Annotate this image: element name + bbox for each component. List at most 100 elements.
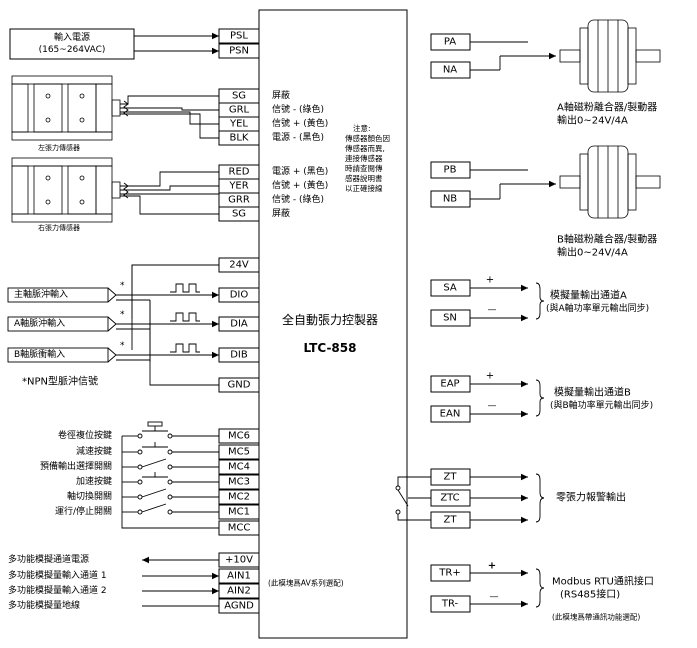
modbus-plus: + [488, 561, 496, 572]
analog-b-plus: + [486, 371, 494, 382]
analog-b-minus: — [488, 401, 497, 411]
terminal-label: AIN1 [227, 571, 251, 582]
terminal-mc5: MC5 [218, 444, 260, 460]
analog-output-b-wires [470, 379, 545, 418]
terminal-label: SN [443, 313, 457, 324]
left-terminal-strip: PSLPSNSGGRLYELBLKREDYERGRRSG24VDIODIADIB… [218, 28, 260, 614]
left-sensor-cable [120, 95, 219, 139]
pulse-a-label: A軸脈沖輸入 [14, 317, 65, 329]
terminal-label: EAN [440, 409, 461, 420]
terminal-grl: GRL [218, 102, 260, 118]
clutch-b-icon [559, 145, 661, 219]
right-sensor-cable [120, 171, 220, 215]
svg-text:傳感器而異,: 傳感器而異, [345, 143, 385, 153]
terminal-mc3: MC3 [218, 474, 260, 490]
terminal-label: GRR [228, 195, 250, 206]
label-blk: 電源 - (黑色) [272, 131, 324, 143]
modbus-title: Modbus RTU通訊接口 [552, 575, 654, 588]
modbus-minus: — [490, 592, 499, 602]
terminal-trn: TR- [430, 595, 471, 613]
terminal-label: DIB [230, 350, 248, 361]
controller-model: LTC-858 [304, 341, 357, 355]
terminal-dib: DIB [218, 347, 260, 363]
terminal-ain2: AIN2 [218, 583, 260, 599]
terminal-zt1: ZT [430, 468, 471, 486]
terminal-label: MC6 [228, 431, 250, 442]
label-sg1: 屏蔽 [272, 89, 290, 101]
label-yel: 信號 + (黃色) [272, 117, 328, 129]
terminal-label: BLK [230, 133, 249, 144]
zero-alarm-label: 零張力報警輸出 [556, 491, 626, 504]
terminal-label: ZT [444, 472, 458, 483]
pulse-b-label: B軸脈衝輸入 [14, 348, 65, 360]
label-sg2: 屏蔽 [272, 207, 290, 219]
terminal-label: RED [229, 167, 250, 178]
terminal-ain1: AIN1 [218, 568, 260, 584]
svg-text:時請查閱傳: 時請查閱傳 [345, 163, 383, 173]
terminal-psl: PSL [218, 28, 260, 44]
power-input-box [9, 28, 135, 60]
terminal-yer: YER [218, 178, 260, 194]
clutch-a-wires [470, 41, 556, 71]
svg-text:感器說明書: 感器說明書 [345, 173, 383, 183]
terminal-label: SA [443, 283, 457, 294]
svg-text:注意:: 注意: [353, 123, 371, 133]
clutch-a-title: A軸磁粉離合器/製動器 [557, 101, 657, 114]
terminal-mc6: MC6 [218, 428, 260, 444]
analog-label-in1: 多功能模擬量輸入通道 1 [8, 569, 107, 581]
svg-text:以正確接線: 以正確接線 [345, 183, 383, 193]
analog-b-title: 模擬量輸出通道B [554, 386, 631, 399]
clutch-b-wires [470, 169, 556, 200]
label-grl: 信號 - (綠色) [272, 103, 324, 115]
label-red: 電源 + (黑色) [272, 165, 328, 177]
terminal-sg2: SG [218, 206, 260, 222]
pulse-a-star: * [120, 310, 125, 320]
analog-a-minus: — [488, 305, 497, 315]
analog-label-gnd: 多功能模擬量地線 [8, 599, 80, 611]
terminal-label: GND [228, 380, 251, 391]
terminal-label: ZT [444, 515, 458, 526]
left-sensor-label: 左張力傳感器 [38, 143, 80, 152]
switch-label: 運行/停止開關 [55, 505, 112, 517]
terminal-label: AIN2 [227, 586, 251, 597]
terminal-label: NB [443, 194, 457, 205]
pulse-b-star: * [120, 341, 125, 351]
terminal-p10v: +10V [218, 552, 260, 568]
terminal-gnd: GND [218, 377, 260, 393]
terminal-pb: PB [430, 161, 471, 179]
terminal-label: MC4 [228, 462, 250, 473]
analog-a-title: 模擬量輸出通道A [550, 289, 627, 302]
analog-b-sub: (與B軸功率單元輸出同步) [550, 399, 653, 411]
terminal-label: SG [232, 209, 246, 220]
clutch-a-output: 輸出0~24V/4A [557, 114, 628, 127]
terminal-label: GRL [229, 105, 250, 116]
terminal-mcc: MCC [218, 520, 260, 536]
pulse-main-star: * [120, 281, 125, 291]
terminal-label: TR+ [438, 568, 460, 579]
terminal-psn: PSN [218, 43, 260, 59]
clutch-b-title: B軸磁粉離合器/製動器 [557, 233, 657, 246]
analog-label-in2: 多功能模擬量輸入通道 2 [8, 584, 107, 596]
terminal-mc1: MC1 [218, 504, 260, 520]
svg-text:傳感器顏色因: 傳感器顏色因 [345, 133, 390, 143]
terminal-mc4: MC4 [218, 459, 260, 475]
switch-label: 預備輸出選擇開關 [40, 460, 112, 472]
terminal-label: PSL [230, 31, 248, 42]
terminal-yel: YEL [218, 116, 260, 132]
terminal-label: NA [443, 65, 457, 76]
av-module-note: (此模塊爲AV系列選配) [268, 578, 344, 588]
analog-inputs [142, 556, 219, 607]
terminal-ztc: ZTC [430, 489, 471, 507]
terminal-label: TR- [441, 599, 459, 610]
terminal-label: MC3 [228, 477, 250, 488]
right-sensor-label: 右張力傳感器 [38, 223, 80, 232]
modbus-note: (此模塊爲帶通訊功能選配) [552, 612, 640, 622]
terminal-label: PA [444, 37, 456, 48]
npn-note: *NPN型脈沖信號 [22, 375, 98, 388]
switch-inputs [121, 421, 219, 529]
terminal-eap: EAP [430, 375, 471, 393]
terminal-label: EAP [440, 379, 459, 390]
terminal-label: DIO [230, 290, 249, 301]
terminal-label: MCC [228, 523, 251, 534]
terminal-agnd: AGND [218, 598, 260, 614]
